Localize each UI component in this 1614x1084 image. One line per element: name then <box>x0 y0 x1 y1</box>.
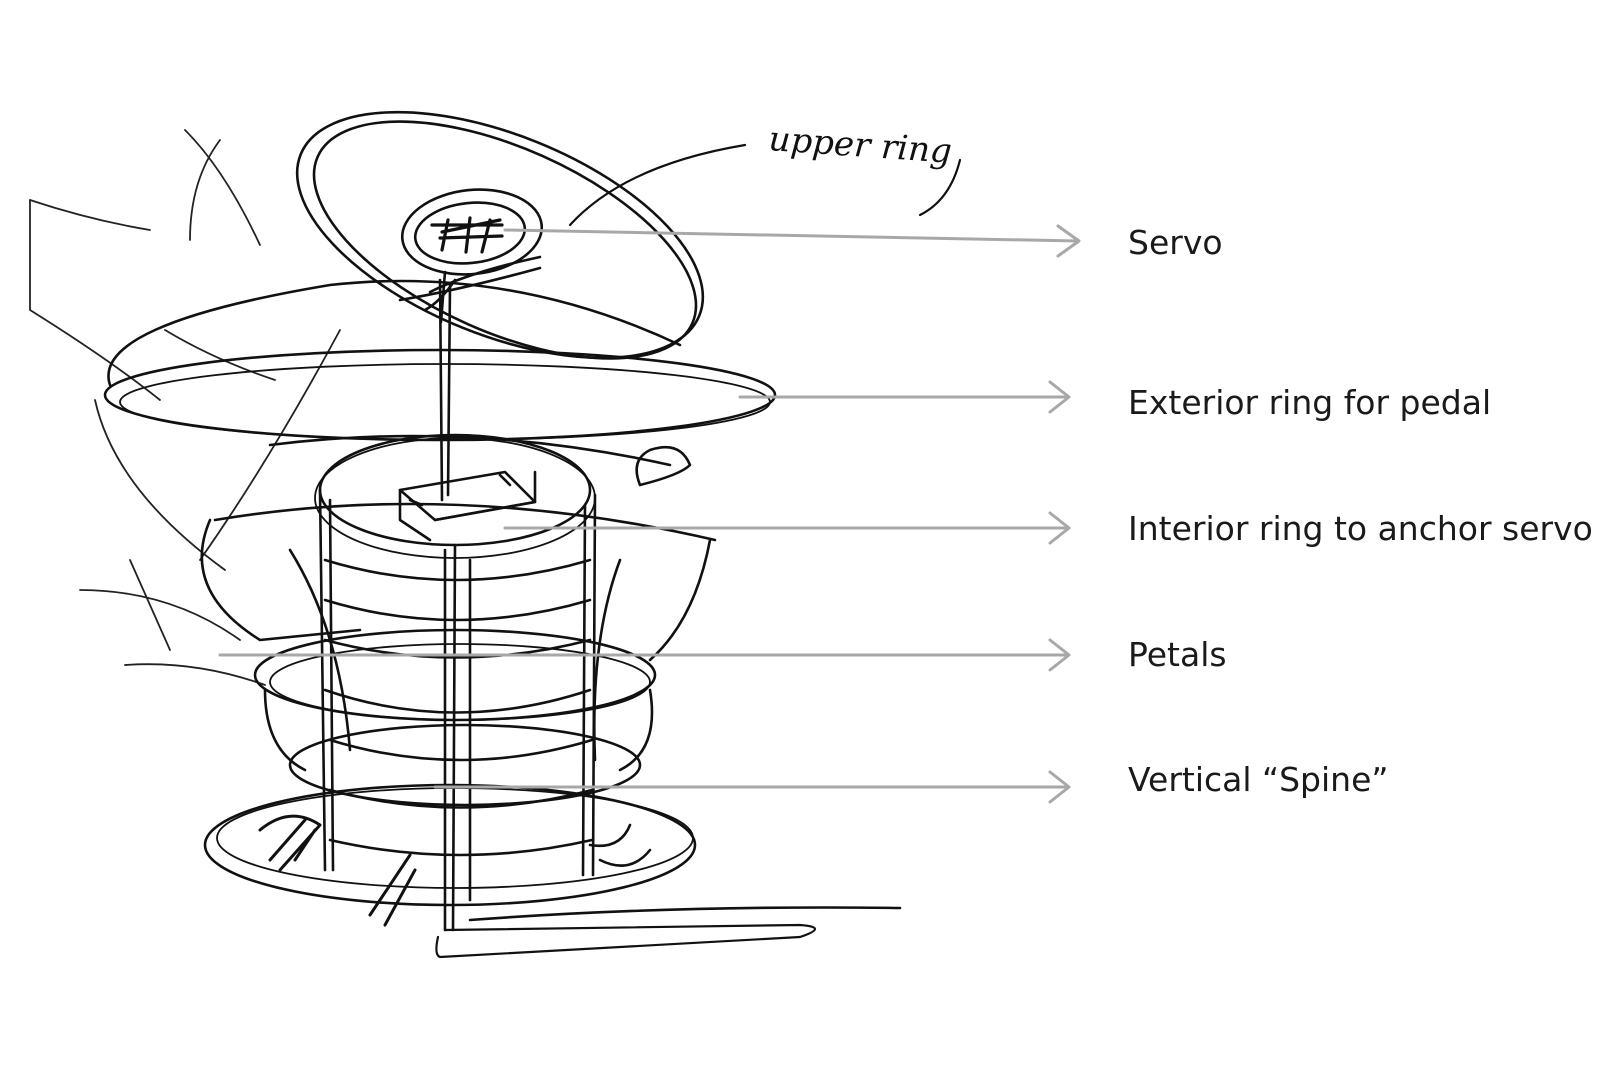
interior-ring-drawing <box>315 435 595 558</box>
label-exterior-ring: Exterior ring for pedal <box>1128 386 1491 419</box>
label-interior-ring: Interior ring to anchor servo <box>1128 512 1593 545</box>
label-spine: Vertical “Spine” <box>1128 763 1389 796</box>
servo-arrow <box>505 226 1079 256</box>
label-petals: Petals <box>1128 638 1227 671</box>
spine-arrow <box>435 772 1069 802</box>
exterior-ring-arrow <box>740 382 1069 412</box>
spine-drawing <box>320 280 900 957</box>
callout-arrows <box>220 226 1079 802</box>
upper-ring-handwritten-note: upper ring <box>767 119 953 172</box>
label-servo: Servo <box>1128 226 1223 259</box>
upper-ring-drawing <box>263 62 737 409</box>
background-strokes <box>30 130 340 685</box>
mechanism-sketch <box>30 62 960 957</box>
